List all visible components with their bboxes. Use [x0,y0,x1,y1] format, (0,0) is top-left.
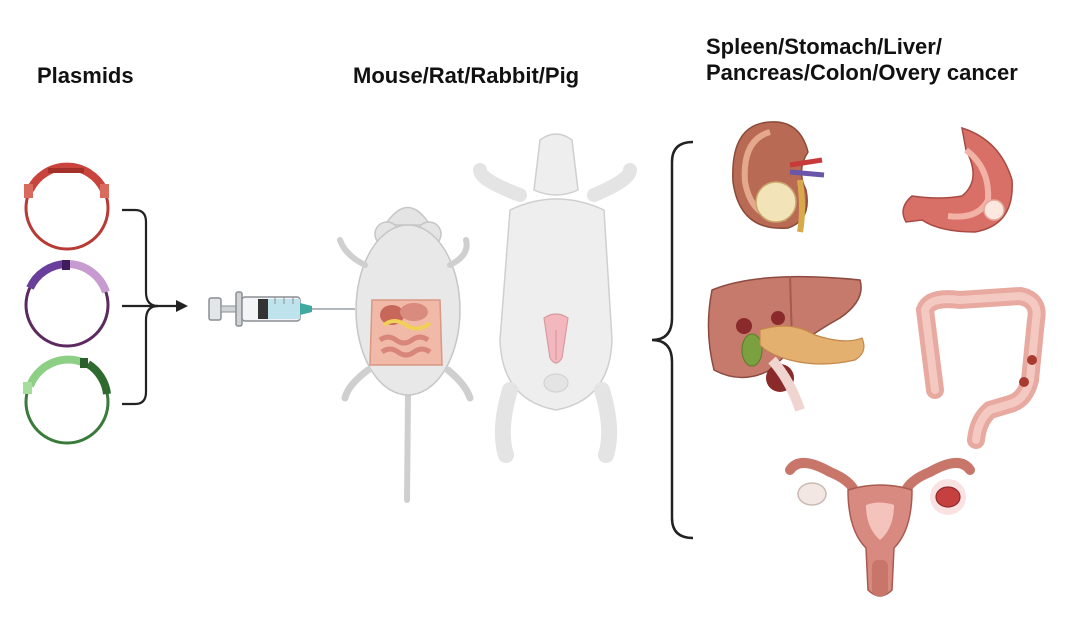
mouse-icon [337,206,474,503]
plasmid-purple-icon [24,260,110,348]
uterus-ovary-icon [785,458,975,597]
plasmid-green-icon [23,355,111,445]
plasmids-label: Plasmids [37,63,134,88]
cancer-types-line-1: Spleen/Stomach/Liver/ [706,34,942,59]
cancer-types-line-2: Pancreas/Colon/Overy cancer [706,60,1018,85]
rabbit-icon [473,133,637,463]
cancer-types-label: Spleen/Stomach/Liver/ Pancreas/Colon/Ove… [706,34,1018,86]
animals-label: Mouse/Rat/Rabbit/Pig [353,63,580,88]
colon-icon [915,286,1046,449]
curly-brace [651,140,694,540]
spleen-organ-icon [732,121,825,233]
syringe-icon [208,291,355,327]
liver-pancreas-icon [707,275,865,412]
merge-arrow [122,208,188,406]
stomach-icon [902,126,1013,233]
plasmid-red-icon [24,162,110,251]
